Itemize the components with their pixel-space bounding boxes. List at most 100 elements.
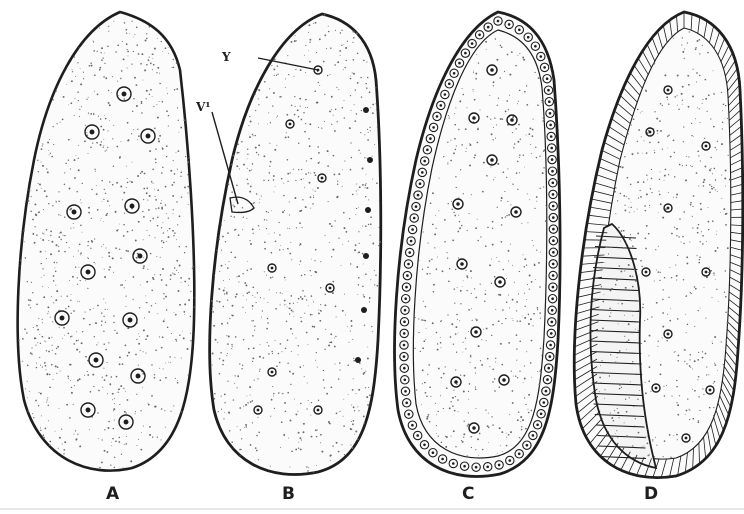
stipple-dot	[508, 214, 510, 216]
stipple-dot	[282, 393, 283, 394]
stipple-dot	[143, 267, 145, 269]
stipple-dot	[221, 396, 222, 397]
stipple-dot	[455, 446, 456, 447]
stipple-dot	[28, 304, 30, 306]
stipple-dot	[448, 115, 449, 116]
stipple-dot	[681, 242, 682, 243]
stipple-dot	[537, 307, 539, 309]
stipple-dot	[188, 285, 189, 286]
stipple-dot	[634, 269, 636, 271]
stipple-dot	[358, 189, 359, 190]
stipple-dot	[143, 351, 144, 352]
stipple-dot	[168, 53, 169, 54]
stipple-dot	[81, 202, 82, 203]
stipple-dot	[75, 76, 76, 77]
stipple-dot	[255, 110, 256, 111]
stipple-dot	[250, 401, 252, 403]
stipple-dot	[212, 365, 213, 366]
stipple-dot	[310, 270, 311, 271]
stipple-dot	[74, 115, 75, 116]
stipple-dot	[181, 411, 182, 412]
stipple-dot	[334, 346, 336, 348]
stipple-dot	[501, 224, 502, 225]
stipple-dot	[184, 281, 186, 283]
stipple-dot	[512, 402, 514, 404]
stipple-dot	[36, 189, 38, 191]
stipple-dot	[697, 40, 699, 42]
stipple-dot	[80, 199, 81, 200]
blastoderm-cell-nucleus	[426, 149, 429, 152]
stipple-dot	[711, 186, 712, 187]
stipple-dot	[97, 305, 99, 307]
stipple-dot	[677, 255, 678, 256]
stipple-dot	[160, 274, 162, 276]
stipple-dot	[324, 304, 326, 306]
stipple-dot	[104, 450, 106, 452]
stipple-dot	[109, 181, 110, 182]
stipple-dot	[149, 150, 151, 152]
stipple-dot	[371, 326, 372, 327]
blastoderm-cell-nucleus	[403, 355, 406, 358]
stipple-dot	[170, 170, 172, 172]
stipple-dot	[304, 274, 305, 275]
stipple-dot	[290, 328, 292, 330]
stipple-dot	[224, 394, 226, 396]
stipple-dot	[141, 112, 142, 113]
stipple-dot	[140, 284, 141, 285]
stipple-dot	[149, 235, 150, 236]
stipple-dot	[710, 118, 711, 119]
stipple-dot	[149, 195, 151, 197]
stipple-dot	[703, 179, 705, 181]
stipple-dot	[488, 427, 489, 428]
stipple-dot	[287, 173, 289, 175]
stipple-dot	[266, 275, 267, 276]
stipple-dot	[721, 175, 722, 176]
stipple-dot	[263, 357, 265, 359]
stipple-dot	[69, 364, 71, 366]
stipple-dot	[155, 148, 157, 150]
stipple-dot	[256, 152, 258, 154]
stipple-dot	[287, 362, 288, 363]
stipple-dot	[430, 202, 432, 204]
stipple-dot	[546, 274, 547, 275]
stipple-dot	[499, 427, 501, 429]
nucleolus	[257, 409, 260, 412]
stipple-dot	[36, 363, 37, 364]
stipple-dot	[40, 238, 41, 239]
stipple-dot	[264, 298, 265, 299]
stipple-dot	[358, 277, 360, 279]
stipple-dot	[347, 41, 348, 42]
stipple-dot	[634, 211, 635, 212]
stipple-dot	[471, 293, 472, 294]
stipple-dot	[709, 169, 711, 171]
stipple-dot	[628, 339, 630, 341]
stipple-dot	[32, 233, 34, 235]
stipple-dot	[124, 411, 126, 413]
stipple-dot	[187, 174, 188, 175]
stipple-dot	[351, 110, 352, 111]
stipple-dot	[67, 295, 68, 296]
stipple-dot	[56, 244, 58, 246]
stipple-dot	[269, 88, 270, 89]
stipple-dot	[481, 364, 483, 366]
stipple-dot	[59, 408, 60, 409]
stipple-dot	[306, 160, 307, 161]
stipple-dot	[688, 156, 689, 157]
stipple-dot	[305, 123, 306, 124]
nucleolus	[498, 280, 502, 284]
blastoderm-cell-nucleus	[540, 55, 543, 58]
stipple-dot	[85, 312, 86, 313]
stipple-dot	[354, 249, 356, 251]
stipple-dot	[226, 293, 228, 295]
stipple-dot	[123, 388, 124, 389]
stipple-dot	[367, 358, 369, 360]
stipple-dot	[307, 383, 308, 384]
stipple-dot	[173, 59, 174, 60]
stipple-dot	[493, 85, 494, 86]
stipple-dot	[246, 395, 247, 396]
stipple-dot	[227, 343, 229, 345]
stipple-dot	[114, 330, 115, 331]
stipple-dot	[625, 287, 627, 289]
stipple-dot	[245, 424, 247, 426]
stipple-dot	[366, 187, 368, 189]
